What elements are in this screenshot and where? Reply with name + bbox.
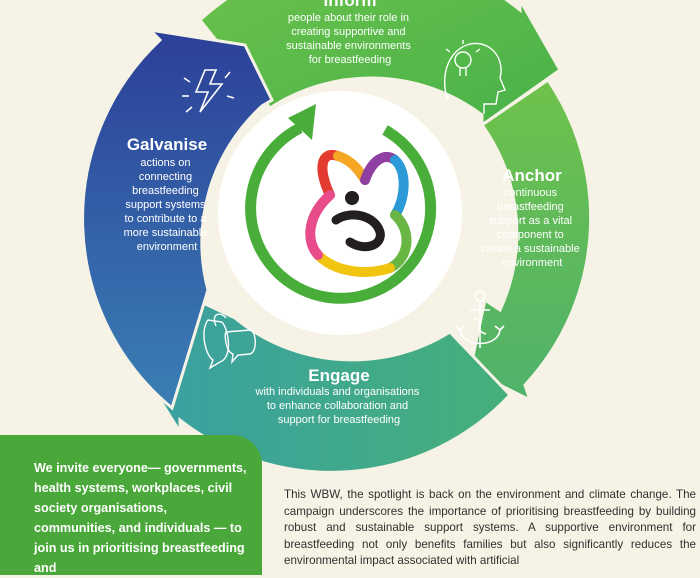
wbw-logo-icon — [305, 149, 412, 277]
segment-galvanise — [81, 27, 274, 411]
engage-line: support for breastfeeding — [278, 414, 400, 426]
inform-line: people about their role in — [288, 12, 409, 24]
inform-line: sustainable environments — [286, 40, 411, 52]
invite-text: We invite everyone— governments, health … — [34, 461, 247, 575]
lightning-icon — [182, 69, 235, 113]
galvanise-body: actions on connecting breastfeeding supp… — [124, 157, 211, 253]
idea-head-icon — [444, 40, 506, 114]
anchor-body: continuous breastfeeding support as a vi… — [481, 187, 583, 269]
anchor-title: Anchor — [502, 166, 562, 185]
anchor-line: component to — [497, 229, 564, 241]
engage-line: with individuals and organisations — [255, 386, 420, 398]
inform-line: creating supportive and — [291, 26, 405, 38]
anchor-line: breastfeeding — [497, 201, 564, 213]
galvanise-line: to contribute to a — [124, 213, 207, 225]
anchor-line: create a sustainable — [481, 243, 579, 255]
anchor-line: support as a vital — [489, 215, 572, 227]
galvanise-line: breastfeeding — [132, 185, 199, 197]
inform-line: for breastfeeding — [309, 54, 392, 66]
galvanise-line: support systems — [125, 199, 206, 211]
engage-line: to enhance collaboration and — [267, 400, 408, 412]
galvanise-line: actions on — [140, 157, 190, 169]
engage-title: Engage — [308, 366, 369, 385]
center-cycle-arrow — [245, 123, 437, 304]
segment-inform — [197, 0, 562, 128]
galvanise-line: connecting — [139, 171, 192, 183]
inform-title: Inform — [324, 0, 377, 10]
segment-anchor — [468, 77, 593, 403]
galvanise-line: more sustainable — [124, 227, 208, 239]
inform-body: people about their role in creating supp… — [286, 12, 414, 66]
speech-bubbles-icon — [203, 313, 256, 370]
galvanise-title: Galvanise — [127, 135, 207, 154]
anchor-line: environment — [502, 257, 563, 269]
anchor-icon — [455, 290, 505, 348]
anchor-line: continuous — [504, 187, 558, 199]
wbw-paragraph: This WBW, the spotlight is back on the e… — [284, 488, 696, 567]
invite-panel — [0, 435, 262, 575]
engage-body: with individuals and organisations to en… — [255, 386, 423, 426]
segment-engage — [158, 289, 513, 474]
center-cycle-arrowhead — [288, 104, 316, 140]
galvanise-line: environment — [137, 241, 198, 253]
